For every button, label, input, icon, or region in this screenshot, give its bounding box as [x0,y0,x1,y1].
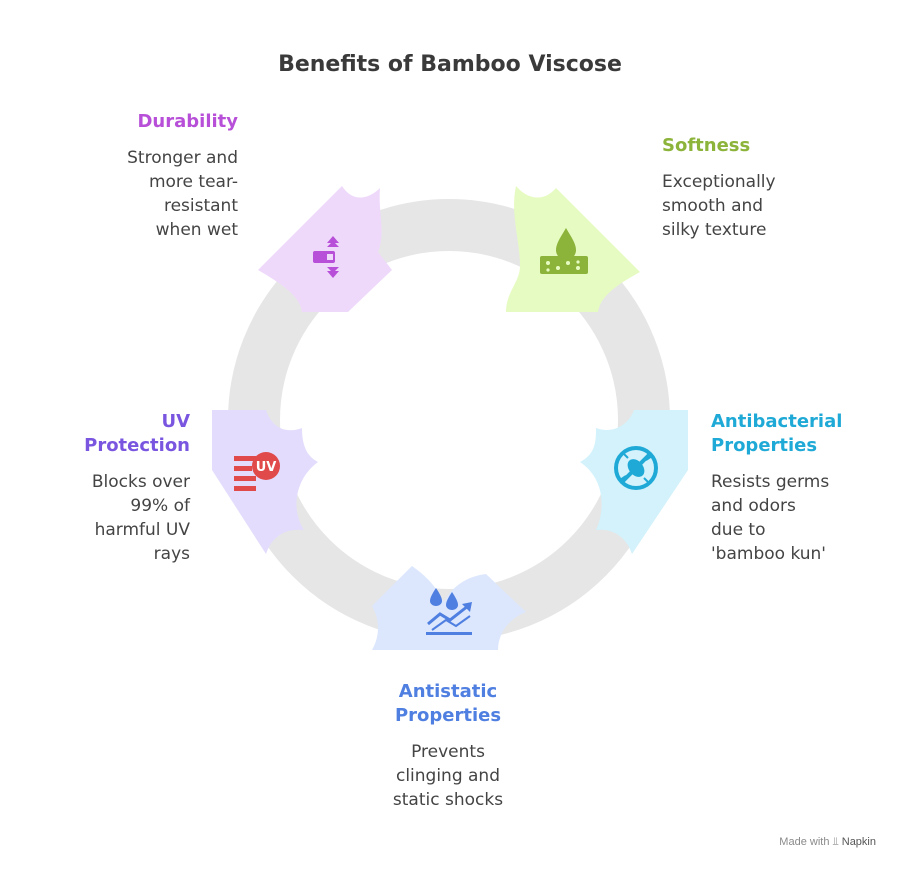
description-line: silky texture [662,220,767,240]
antibacterial-description: Resists germs and odors due to 'bamboo k… [711,470,829,566]
description-line: 99% of [130,496,190,516]
durability-segment [258,186,392,312]
description-line: harmful UV [94,520,190,540]
svg-text:UV: UV [256,460,277,475]
description-line: and odors [711,496,796,516]
antistatic-segment [372,566,526,650]
durability-heading: Durability [137,111,238,132]
water-drops-trend-icon [426,588,472,635]
description-line: Blocks over [91,472,190,492]
softness-segment [506,186,640,312]
uv-shield-icon: UV [234,452,280,491]
made-with-label: Made with [779,836,830,848]
antibacterial-segment [580,410,688,554]
heading-line: Antibacterial [711,411,843,432]
heading-line: Properties [711,435,818,456]
durability-description: Stronger and more tear- resistant when w… [80,146,238,242]
description-line: Stronger and [127,148,238,168]
durability-arrows-icon [313,236,339,278]
napkin-brand-label: Napkin [841,836,876,848]
description-line: Exceptionally [662,172,776,192]
antistatic-heading: Antistatic Properties [348,680,548,728]
description-line: when wet [155,220,238,240]
description-line: rays [153,544,190,564]
uv-protection-heading: UV Protection [40,410,190,458]
description-line: resistant [163,196,238,216]
made-with-napkin-footer[interactable]: Made with ⫫ Napkin [779,836,876,849]
description-line: Resists germs [711,472,830,492]
description-line: more tear- [148,172,238,192]
napkin-logo-icon: ⫫ [832,836,839,848]
softness-description: Exceptionally smooth and silky texture [662,170,776,242]
antibacterial-heading: Antibacterial Properties [711,410,842,458]
skin-droplet-icon [540,228,588,274]
heading-line: UV [161,411,190,432]
description-line: due to [711,520,766,540]
heading-line: Properties [394,705,502,726]
description-line: smooth and [662,196,764,216]
softness-heading: Softness [662,135,751,156]
description-line: Prevents [411,742,485,762]
heading-line: Antistatic [398,681,498,702]
antistatic-description: Prevents clinging and static shocks [348,740,548,812]
uv-protection-description: Blocks over 99% of harmful UV rays [40,470,190,566]
description-line: 'bamboo kun' [711,544,826,564]
description-line: clinging and [395,766,501,786]
no-bacteria-icon [614,446,658,490]
page-title: Benefits of Bamboo Viscose [278,52,622,77]
description-line: static shocks [392,790,504,810]
uv-protection-segment: UV [212,410,318,554]
heading-line: Protection [84,435,190,456]
